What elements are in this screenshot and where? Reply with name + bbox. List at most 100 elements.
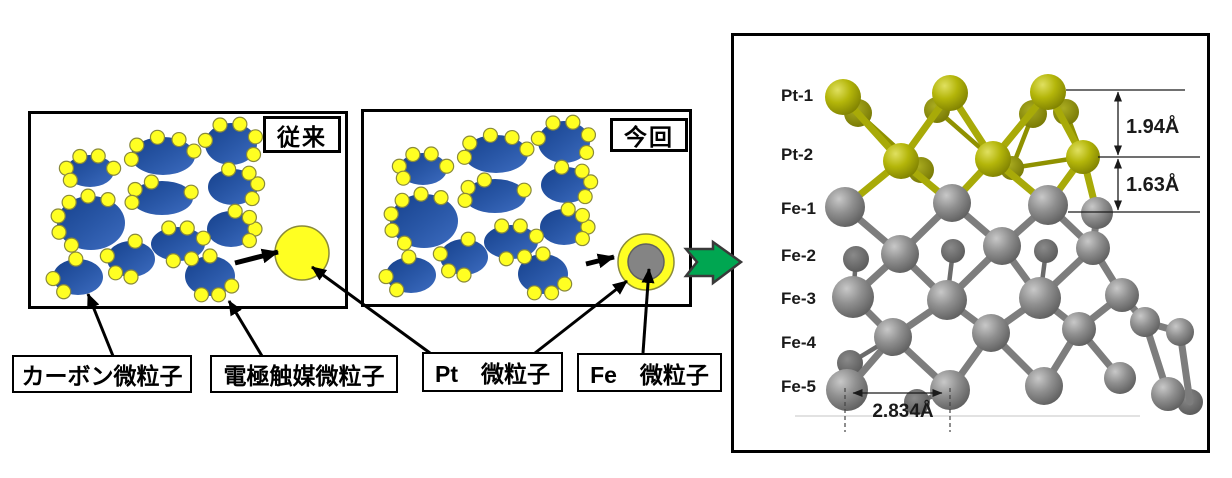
pt-atom: [1066, 140, 1100, 174]
catalyst-dot: [460, 179, 476, 196]
catalyst-dot: [543, 285, 560, 301]
catalyst-dot: [183, 251, 200, 267]
conventional-panel-frame: [28, 111, 348, 309]
catalyst-dot: [202, 248, 218, 264]
catalyst-dot: [123, 269, 139, 285]
catalyst-dot: [462, 135, 478, 151]
catalyst-dot: [494, 218, 510, 234]
catalyst-dot: [395, 170, 411, 186]
catalyst-dot: [165, 253, 181, 269]
catalyst-dot: [124, 194, 140, 210]
label-arrow: [86, 293, 115, 357]
fe-atom: [832, 276, 874, 318]
fe-atom: [933, 184, 971, 222]
catalyst-dot: [224, 278, 240, 294]
catalyst-dot: [143, 174, 159, 190]
fe-atom-back: [843, 246, 869, 272]
catalyst-dot: [195, 230, 211, 246]
fe-atom: [983, 227, 1021, 265]
catalyst-dot: [476, 172, 492, 188]
catalyst-dot: [171, 131, 187, 148]
catalyst-dot: [401, 249, 417, 265]
catalyst-dot: [394, 192, 410, 208]
label-arrow: [311, 265, 431, 355]
catalyst-dot: [384, 222, 400, 238]
fe-atom: [1019, 277, 1061, 319]
catalyst-dot: [535, 246, 551, 262]
catalyst-dot: [583, 174, 599, 190]
carbon-particle: [185, 256, 235, 296]
catalyst-dot: [498, 251, 514, 267]
catalyst-dot: [460, 231, 476, 247]
fe-atom: [881, 235, 919, 273]
catalyst-dot: [227, 203, 243, 219]
catalyst-dot: [129, 137, 145, 153]
catalyst-dot: [62, 172, 78, 188]
green-transition-arrow: [683, 239, 744, 286]
pt-atom: [883, 143, 919, 179]
catalyst-dot: [482, 127, 499, 143]
catalyst-dot: [161, 220, 177, 236]
catalyst-dot: [50, 208, 66, 224]
fe-core: [627, 243, 665, 281]
catalyst-dot: [433, 190, 449, 206]
catalyst-dot: [63, 237, 80, 253]
pointer-arrow-thick: [585, 253, 615, 269]
catalyst-dot: [504, 129, 520, 146]
catalyst-dot: [516, 182, 532, 198]
label-arrow: [534, 279, 628, 355]
catalyst-dot: [51, 224, 67, 240]
fe-atom: [1151, 377, 1185, 411]
pt-atom: [1030, 74, 1066, 110]
catalyst-dot: [574, 163, 590, 179]
catalyst-dot: [221, 161, 237, 177]
pt-fe-lattice: [825, 74, 1203, 415]
pt-label-box: Pt 微粒子: [422, 352, 563, 392]
catalyst-dot: [123, 151, 140, 167]
catalyst-dot: [528, 228, 544, 244]
catalyst-dot: [457, 192, 473, 208]
current-tag: 今回: [610, 118, 688, 152]
carbon-particle: [131, 181, 193, 215]
layer-label-fe4: Fe-4: [781, 333, 816, 352]
catalyst-label: 電極触媒微粒子: [223, 363, 385, 389]
layer-label-pt2: Pt-2: [781, 145, 814, 164]
catalyst-dot: [232, 116, 248, 132]
catalyst-dot: [512, 218, 528, 234]
dim-pt1-pt2: 1.94Å: [1126, 116, 1180, 138]
fe-atom: [825, 187, 865, 227]
catalyst-dot: [179, 220, 195, 236]
catalyst-dot: [193, 287, 210, 303]
catalyst-dot: [565, 114, 581, 130]
catalyst-dot: [413, 186, 429, 202]
carbon-particle: [57, 196, 125, 250]
catalyst-dot: [519, 141, 535, 157]
fe-atom: [1081, 197, 1113, 229]
catalyst-dot: [440, 263, 457, 279]
catalyst-dot: [45, 270, 61, 287]
catalyst-dot: [100, 192, 116, 208]
catalyst-dot: [516, 249, 533, 265]
fe-atom: [1104, 362, 1136, 394]
catalyst-dot: [247, 129, 264, 145]
pointer-arrow-thick: [234, 248, 279, 266]
fe-atom: [1028, 185, 1068, 225]
catalyst-dot: [545, 115, 561, 131]
catalyst-dot: [197, 132, 213, 148]
fe-atom: [927, 280, 967, 320]
catalyst-dot: [183, 184, 199, 200]
catalyst-dot: [212, 117, 228, 133]
catalyst-dot: [389, 282, 405, 298]
fe-atom: [1062, 312, 1096, 346]
catalyst-dot: [560, 201, 576, 217]
current-tag-text: 今回: [624, 124, 674, 150]
layer-label-fe1: Fe-1: [781, 199, 816, 218]
fe-atom: [1166, 318, 1194, 346]
pt-label: Pt 微粒子: [435, 361, 550, 387]
label-arrow: [227, 300, 264, 357]
catalyst-dot: [244, 190, 260, 207]
catalyst-dot: [149, 129, 166, 145]
pt-atom: [975, 141, 1011, 177]
catalyst-dot: [107, 265, 124, 281]
